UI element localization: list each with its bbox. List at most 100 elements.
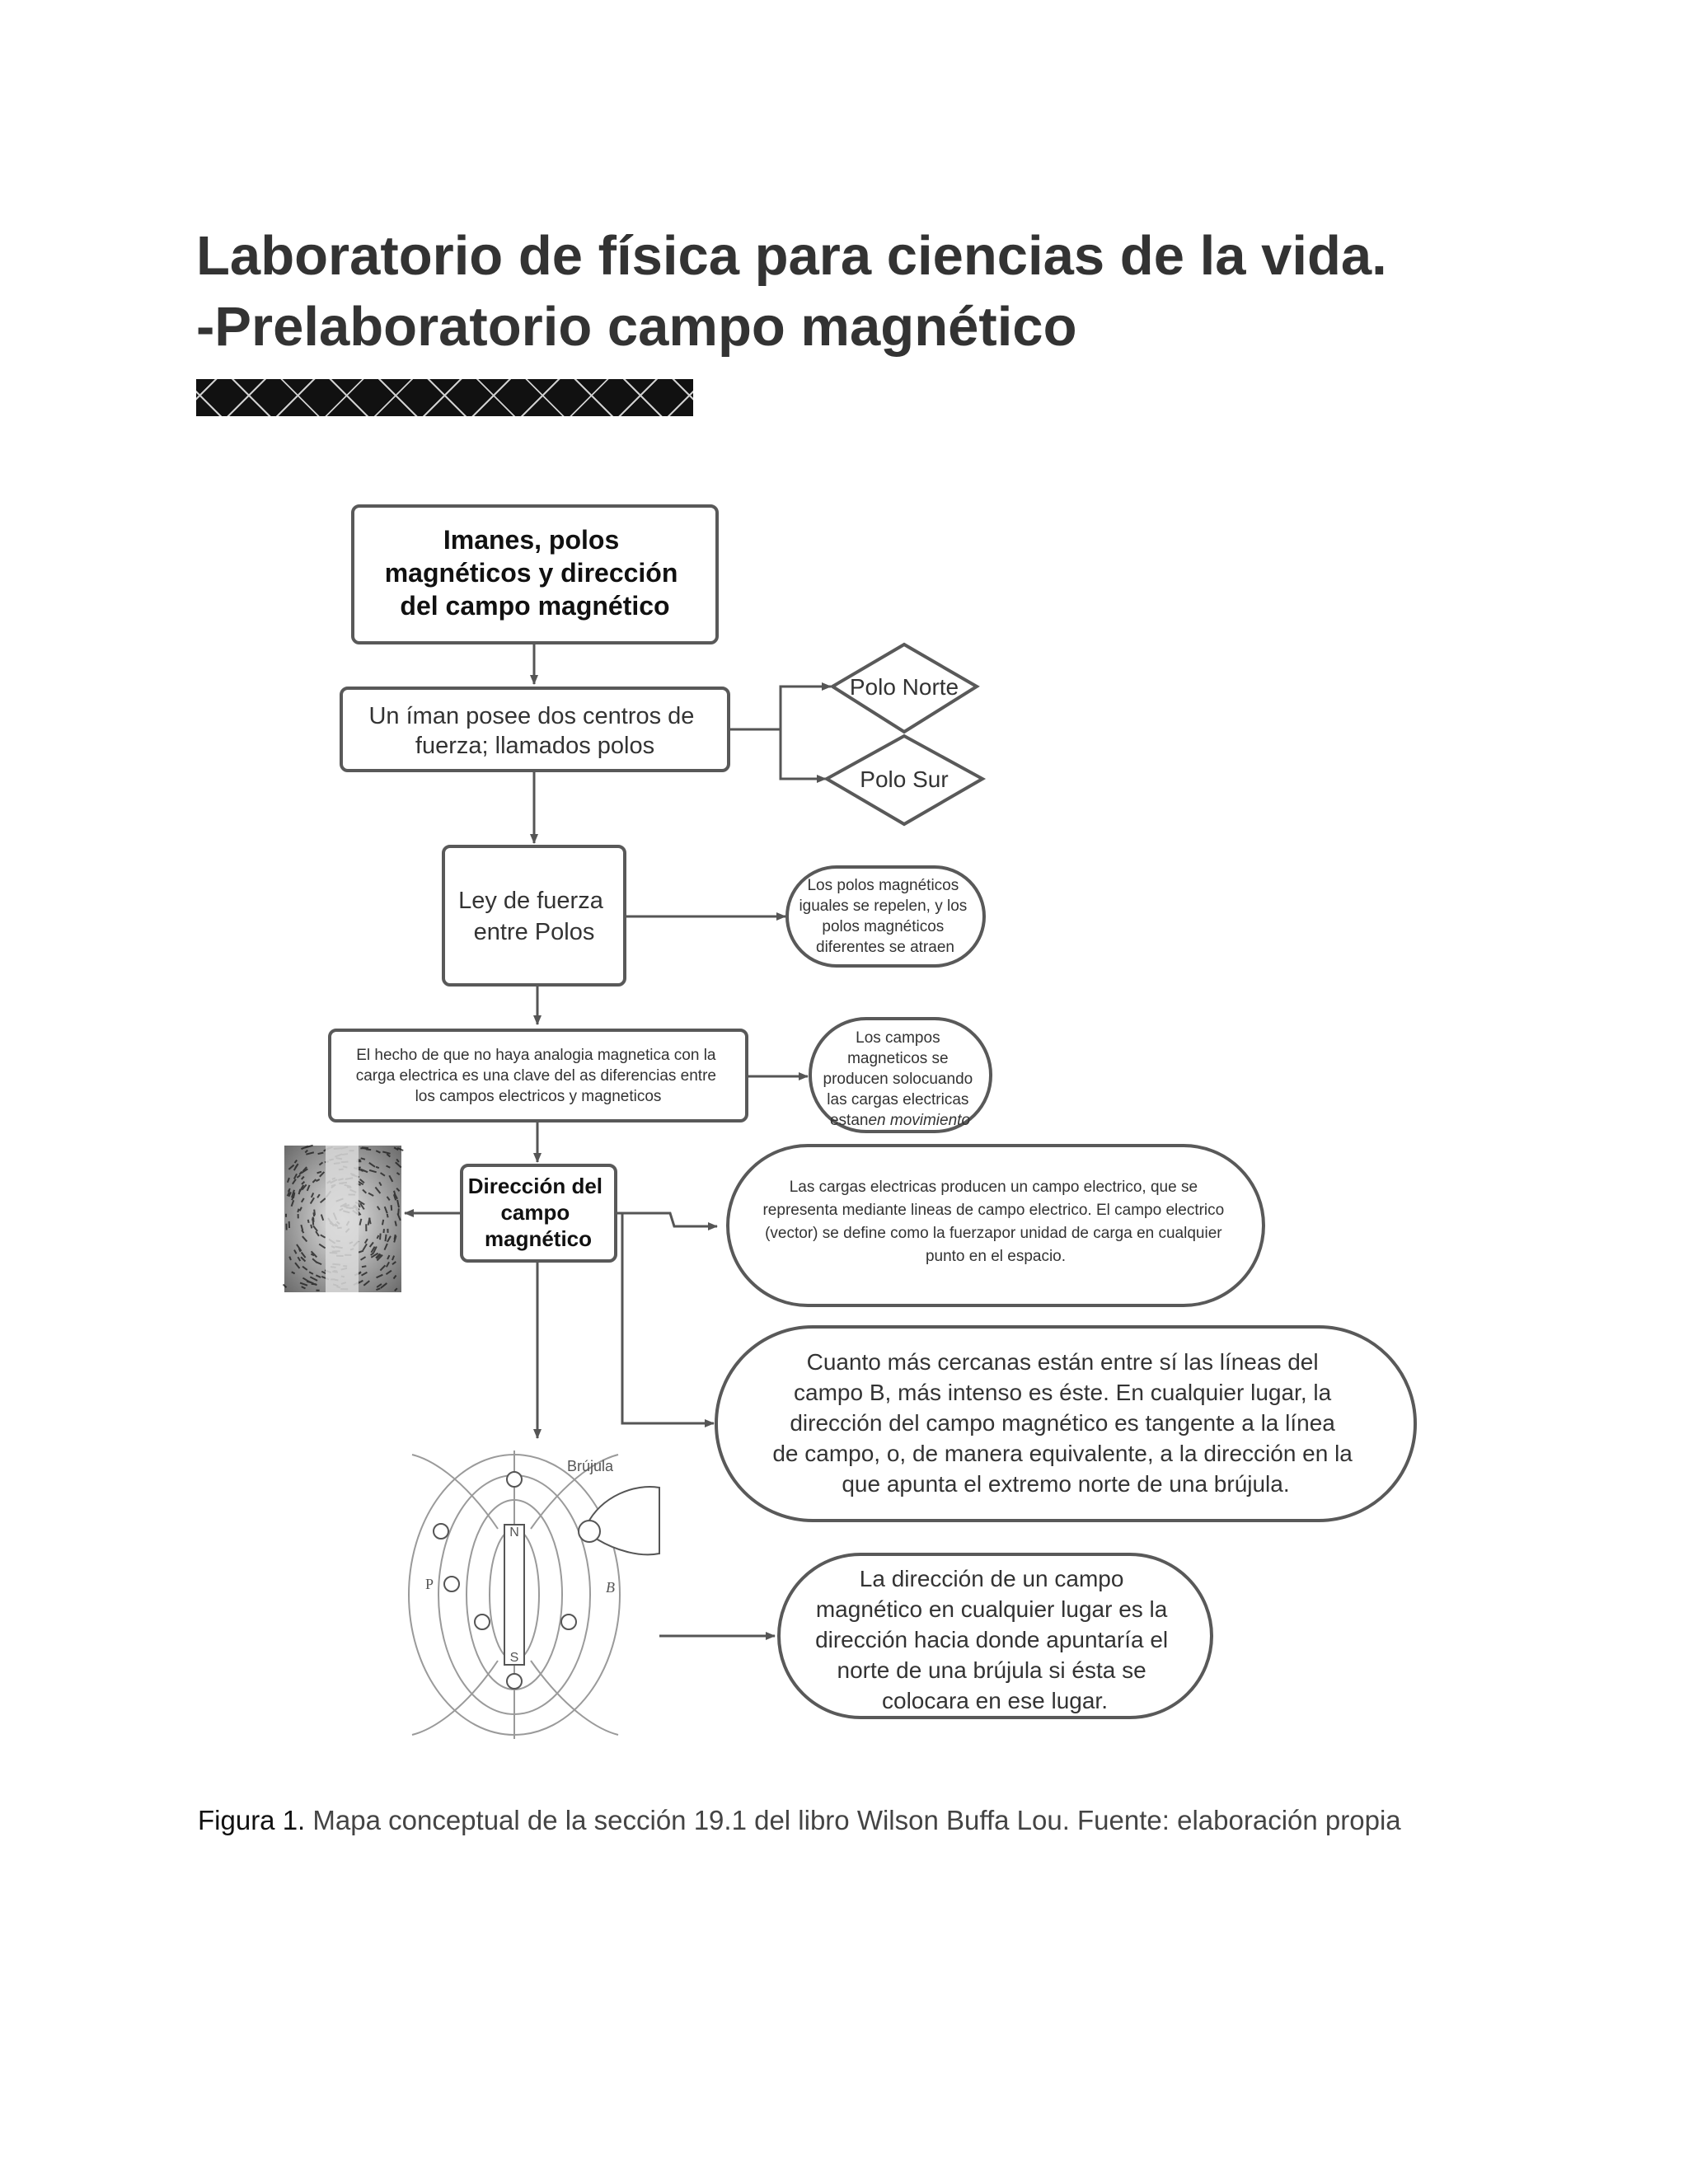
bar-magnet	[504, 1524, 525, 1666]
iron-filing-stroke	[302, 1235, 308, 1243]
iron-filing-stroke	[315, 1230, 320, 1237]
caption-lead: Figura 1.	[198, 1805, 306, 1835]
iron-filing-stroke	[373, 1246, 377, 1254]
iron-filing-stroke	[293, 1165, 298, 1171]
two-centers-text: Un íman posee dos centros de fuerza; lla…	[368, 703, 701, 759]
force-law-note-bubble	[785, 865, 986, 968]
iron-filing-stroke	[302, 1277, 310, 1282]
iron-filing-stroke	[301, 1286, 306, 1290]
iron-filing-stroke	[298, 1207, 302, 1212]
iron-filing-stroke	[359, 1218, 363, 1226]
iron-filing-stroke	[301, 1183, 307, 1191]
redacted-author-bar	[196, 379, 693, 416]
iron-filing-stroke	[320, 1214, 325, 1221]
direction-box	[460, 1164, 617, 1263]
south-pole-diamond	[823, 733, 987, 827]
analogy-note-text: Los campos magneticos se producen solocu…	[823, 1029, 978, 1129]
iron-filing-stroke	[302, 1166, 307, 1172]
iron-filing-stroke	[380, 1172, 386, 1177]
iron-filing-stroke	[357, 1180, 364, 1186]
iron-filing-stroke	[310, 1193, 315, 1198]
iron-filing-stroke	[363, 1238, 368, 1244]
field-lines-note-bubble	[715, 1325, 1417, 1522]
south-pole-label: Polo Sur	[860, 766, 948, 792]
iron-filing-stroke	[319, 1197, 326, 1203]
iron-filing-stroke	[297, 1256, 302, 1262]
iron-filing-stroke	[299, 1282, 308, 1286]
iron-filing-stroke	[310, 1253, 315, 1257]
iron-filing-stroke	[368, 1169, 377, 1174]
iron-filing-stroke	[362, 1243, 368, 1251]
iron-filing-stroke	[312, 1212, 316, 1217]
iron-filing-stroke	[296, 1174, 301, 1179]
iron-filing-stroke	[384, 1234, 387, 1242]
iron-filing-stroke	[296, 1244, 302, 1252]
iron-filing-stroke	[359, 1256, 367, 1261]
iron-filing-stroke	[319, 1171, 326, 1178]
analogy-text: El hecho de que no haya analogia magneti…	[356, 1047, 721, 1105]
iron-filing-stroke	[363, 1280, 370, 1286]
iron-filing-stroke	[360, 1157, 366, 1160]
iron-filing-stroke	[386, 1196, 391, 1201]
compass-icon	[443, 1576, 460, 1592]
iron-filing-stroke	[309, 1276, 318, 1282]
iron-filing-stroke	[286, 1177, 290, 1183]
iron-filing-stroke	[288, 1256, 292, 1261]
compass-icon	[506, 1673, 523, 1690]
iron-filing-stroke	[396, 1199, 400, 1208]
iron-filing-stroke	[393, 1190, 397, 1197]
iron-filing-stroke	[361, 1271, 368, 1277]
iron-filing-stroke	[298, 1184, 305, 1193]
iron-filing-stroke	[287, 1189, 290, 1197]
iron-filing-stroke	[302, 1265, 308, 1271]
iron-filing-stroke	[381, 1219, 385, 1226]
iron-filing-stroke	[318, 1161, 324, 1166]
iron-filing-stroke	[291, 1189, 295, 1198]
iron-filing-stroke	[370, 1252, 375, 1256]
iron-filing-stroke	[392, 1274, 397, 1280]
analogy-note-bubble	[809, 1017, 992, 1133]
iron-filing-stroke	[291, 1271, 296, 1275]
iron-filing-stroke	[394, 1221, 397, 1226]
iron-filing-stroke	[308, 1271, 314, 1275]
iron-filing-stroke	[375, 1165, 380, 1169]
iron-filing-stroke	[382, 1228, 385, 1234]
iron-filing-stroke	[304, 1149, 308, 1154]
iron-filing-stroke	[367, 1217, 371, 1226]
iron-filing-stroke	[301, 1180, 306, 1185]
analogy-box	[328, 1029, 748, 1122]
iron-filing-stroke	[357, 1199, 365, 1206]
iron-filing-stroke	[376, 1287, 381, 1291]
iron-filing-stroke	[375, 1254, 382, 1259]
iron-filing-stroke	[379, 1233, 382, 1240]
iron-filing-stroke	[321, 1270, 326, 1275]
iron-filing-stroke	[309, 1197, 315, 1205]
compass-icon	[560, 1614, 577, 1630]
iron-filing-stroke	[385, 1269, 392, 1275]
two-centers-box	[340, 687, 730, 772]
compass-label: Brújula	[567, 1458, 614, 1474]
compass-note-bubble	[777, 1553, 1213, 1719]
iron-filing-stroke	[386, 1153, 391, 1158]
iron-filing-stroke	[375, 1150, 381, 1154]
north-letter: N	[509, 1526, 519, 1540]
iron-filing-stroke	[311, 1216, 314, 1221]
iron-filing-stroke	[293, 1173, 298, 1180]
iron-filing-stroke	[368, 1192, 374, 1197]
caption-text: Mapa conceptual de la sección 19.1 del l…	[305, 1805, 1401, 1835]
iron-filing-stroke	[361, 1146, 368, 1151]
force-law-text: Ley de fuerza entre Polos	[458, 888, 610, 945]
iron-filing-stroke	[300, 1168, 308, 1174]
iron-filing-stroke	[300, 1251, 307, 1258]
iron-filing-stroke	[386, 1213, 389, 1218]
iron-filing-stroke	[312, 1258, 318, 1263]
iron-filing-stroke	[315, 1179, 321, 1183]
iron-filing-stroke	[382, 1151, 391, 1155]
concept-shapes	[328, 504, 1417, 1719]
iron-filing-stroke	[374, 1186, 382, 1194]
direction-text: Dirección del campo magnético	[468, 1174, 609, 1251]
iron-filing-stroke	[306, 1151, 315, 1155]
field-label: B	[606, 1579, 615, 1596]
iron-filing-stroke	[393, 1146, 399, 1151]
